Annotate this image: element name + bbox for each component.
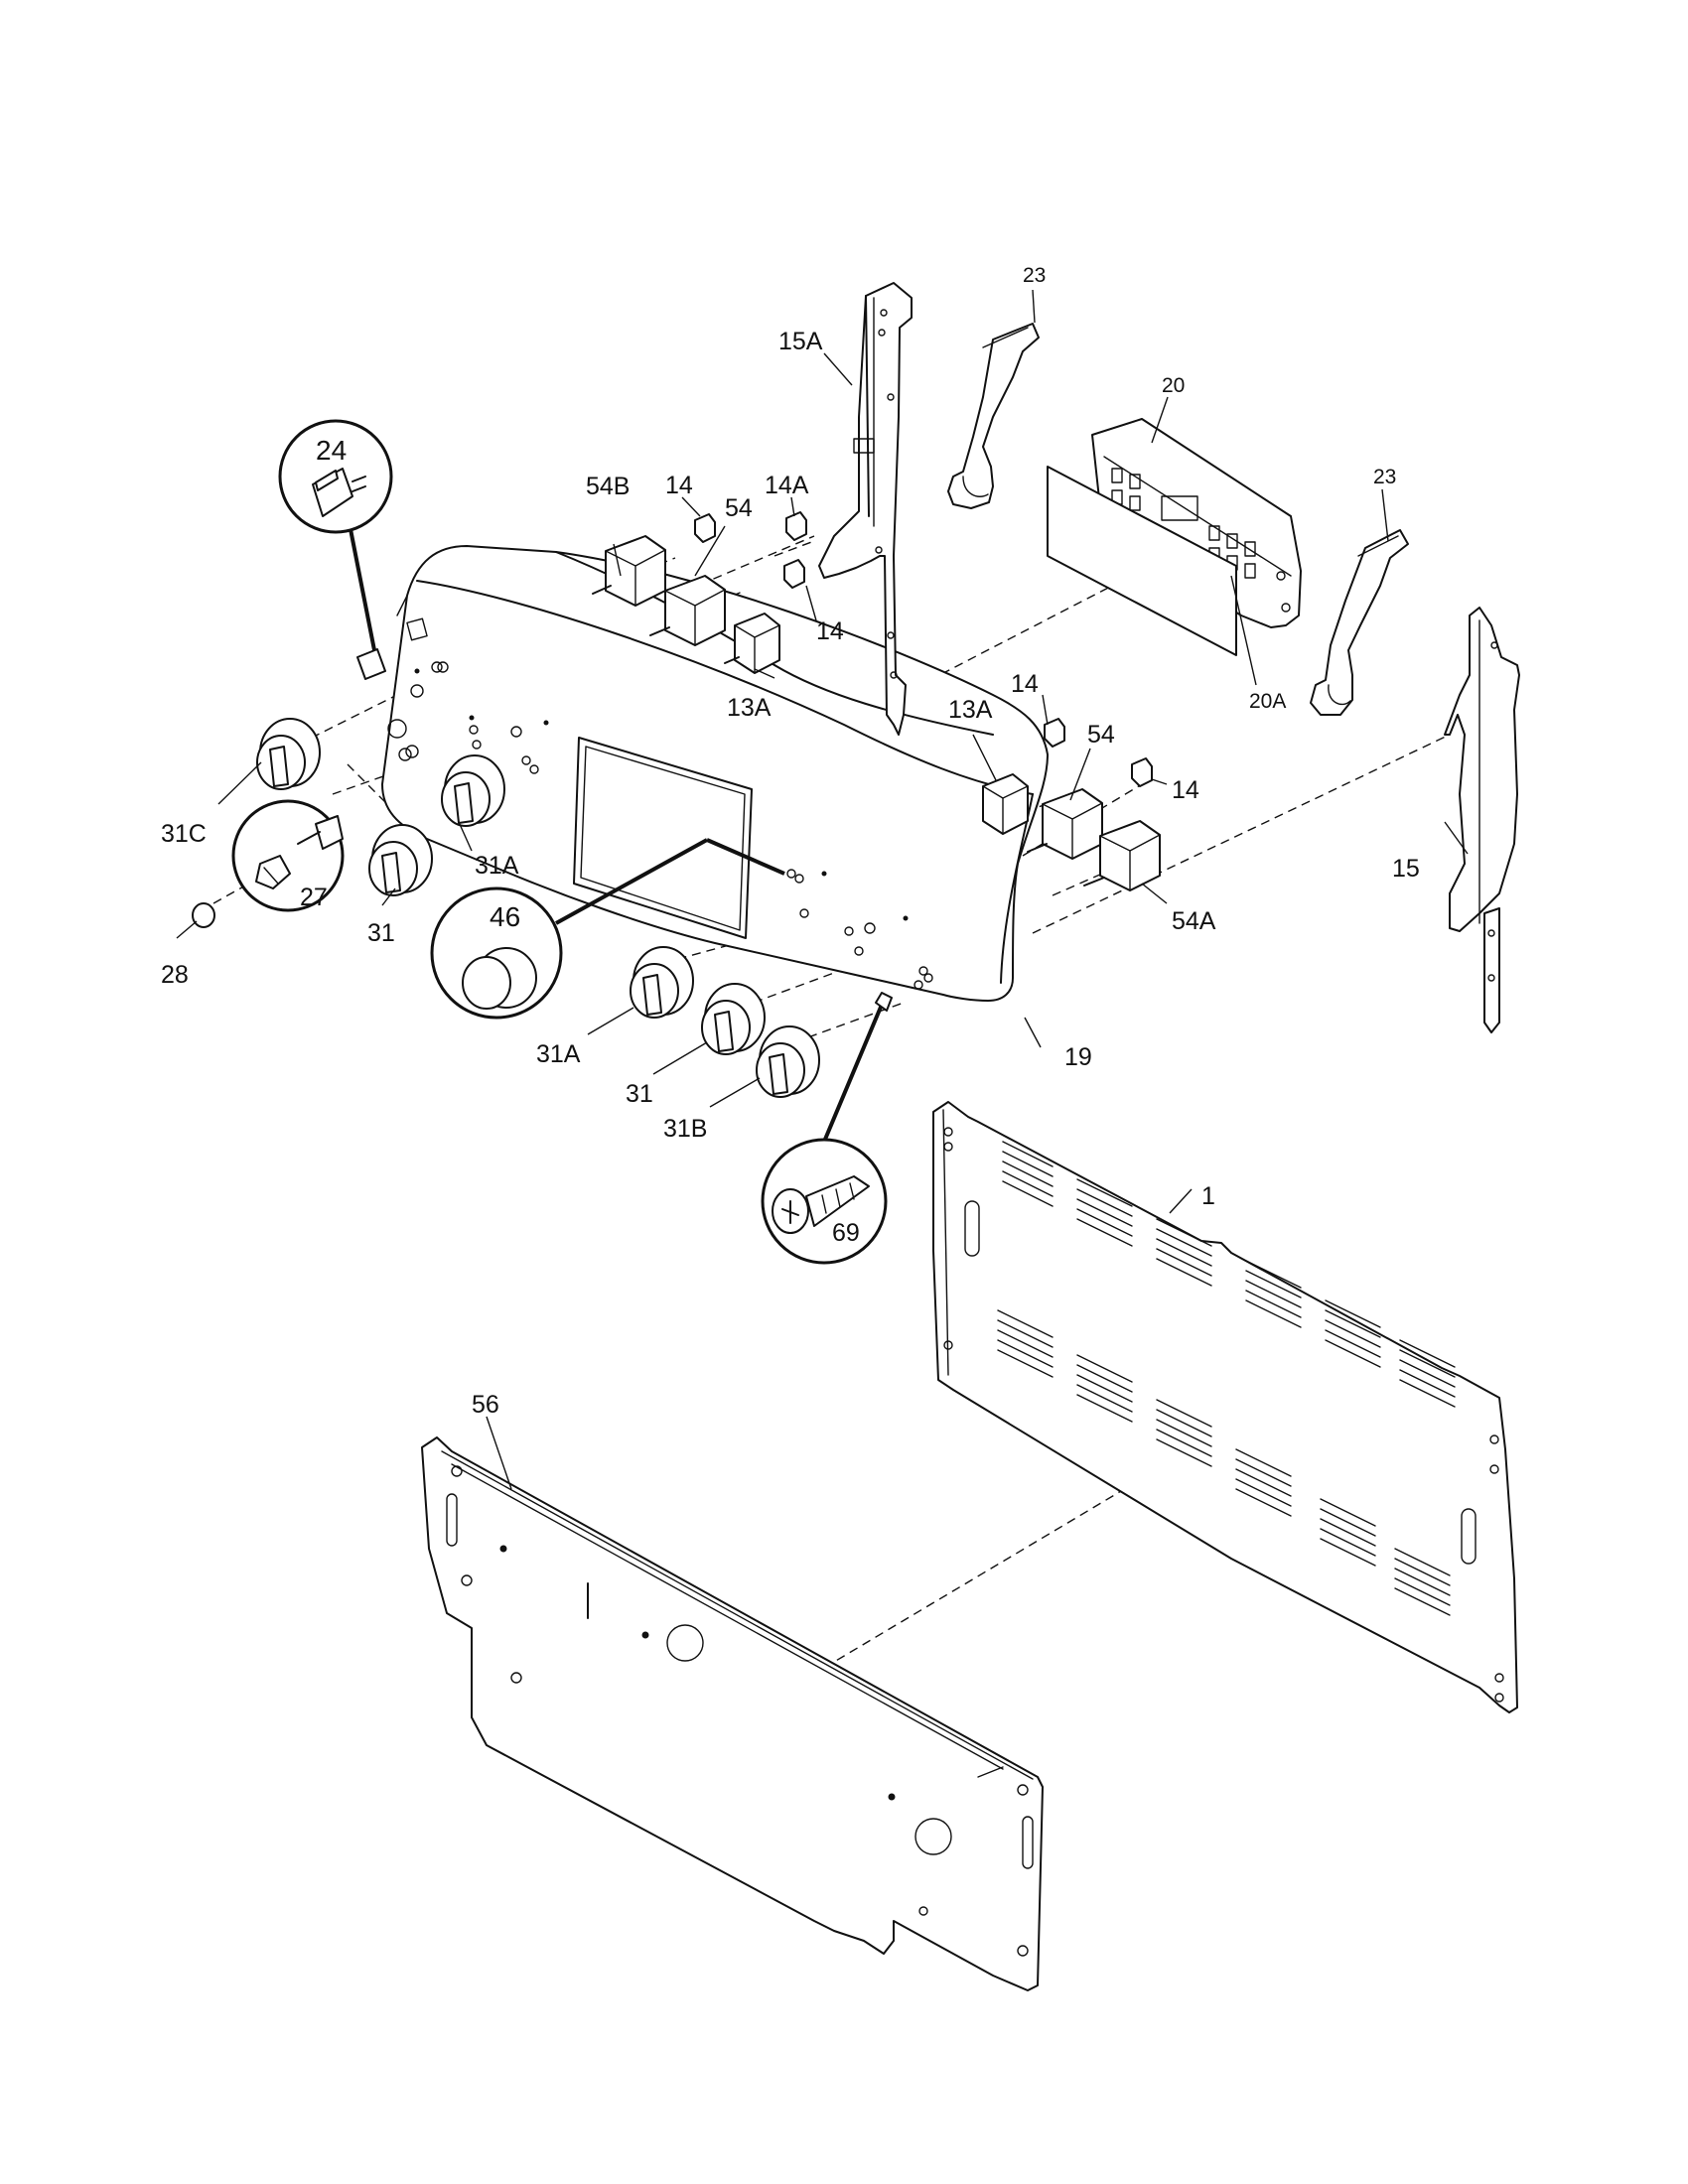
knob-31A-left [441, 754, 505, 827]
label-54B: 54B [586, 473, 630, 500]
label-14-right: 14 [1172, 776, 1199, 804]
part-labels: 1 13A 13A 14 14 14 14 14A 15 15A 19 20 2… [161, 264, 1420, 1419]
label-54A: 54A [1172, 907, 1216, 935]
label-31B: 31B [663, 1115, 707, 1143]
lower-panel-56 [421, 1436, 1044, 1991]
label-54-right: 54 [1087, 721, 1115, 749]
callout-circle-27-area [231, 799, 345, 912]
label-20A: 20A [1249, 690, 1286, 713]
end-bracket-15 [1444, 607, 1520, 1033]
vent-slots [997, 1141, 1456, 1616]
switch-54A [1083, 820, 1161, 891]
switch-13A-left [724, 613, 780, 674]
knob-31B [756, 1025, 820, 1098]
label-24: 24 [316, 435, 347, 466]
terminal-14-right-top [1044, 718, 1065, 748]
leader-lines [176, 289, 1469, 1490]
label-23-right: 23 [1373, 466, 1396, 488]
label-15: 15 [1392, 855, 1420, 883]
knob-31-left [368, 824, 433, 896]
label-13A-left: 13A [727, 694, 772, 722]
label-31A-left: 31A [475, 852, 519, 880]
label-14-top: 14 [665, 472, 693, 499]
callout-circle-46 [430, 838, 785, 1020]
knob-31A-center [630, 946, 694, 1019]
label-54-left: 54 [725, 494, 753, 522]
label-28: 28 [161, 961, 189, 989]
switch-54-left [649, 575, 726, 646]
knob-31C [256, 718, 321, 790]
label-23-left: 23 [1023, 264, 1046, 287]
label-46: 46 [490, 901, 520, 932]
label-31C: 31C [161, 820, 207, 848]
label-14-right-top: 14 [1011, 670, 1039, 698]
label-20: 20 [1162, 374, 1185, 397]
knob-cap-28 [192, 902, 215, 928]
terminal-14-mid [783, 559, 805, 589]
knob-31-center [701, 983, 766, 1055]
overlay-panel-20A [1047, 466, 1237, 656]
label-13A-right: 13A [948, 696, 993, 724]
label-69: 69 [832, 1219, 860, 1247]
trim-clip-23-left [947, 323, 1040, 509]
terminal-14A [785, 511, 807, 541]
switch-13A-right [982, 773, 1029, 835]
terminal-14-top [694, 513, 716, 543]
label-19: 19 [1064, 1043, 1092, 1071]
label-1: 1 [1201, 1182, 1215, 1210]
end-bracket-15A [818, 282, 913, 736]
label-56: 56 [472, 1391, 499, 1419]
label-31-center: 31 [626, 1080, 653, 1108]
trim-clip-23-right [1310, 529, 1409, 716]
label-31-left: 31 [367, 919, 395, 947]
label-14A: 14A [765, 472, 809, 499]
label-31A-center: 31A [536, 1040, 581, 1068]
callout-circle-24 [278, 419, 393, 680]
label-14-mid: 14 [816, 617, 844, 645]
rear-panel-1 [932, 1101, 1518, 1713]
callout-circle-69 [761, 992, 893, 1265]
terminal-14-right [1131, 757, 1153, 787]
label-27: 27 [300, 884, 328, 911]
label-15A: 15A [778, 328, 823, 355]
